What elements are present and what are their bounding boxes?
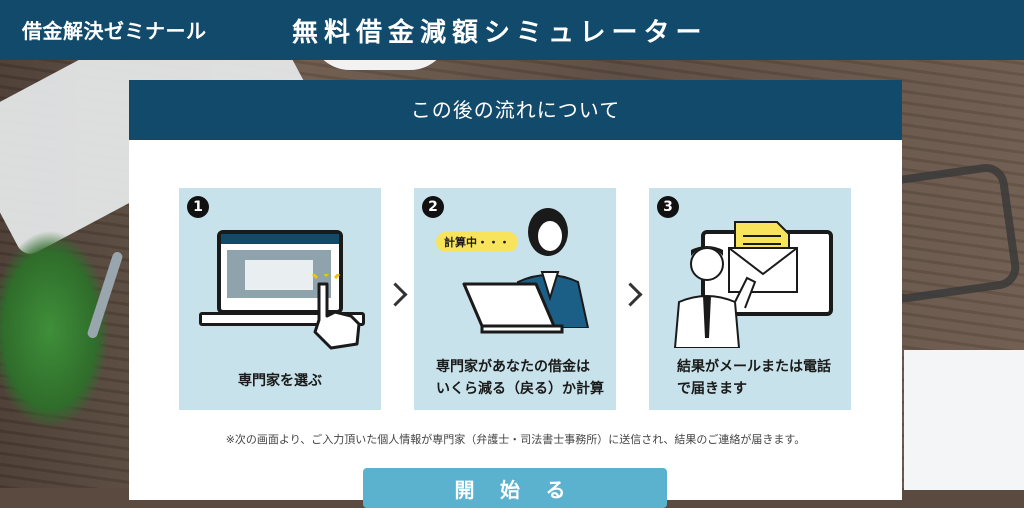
step-number: 2: [422, 196, 444, 218]
step-caption-line: 結果がメールまたは電話: [677, 359, 831, 375]
step-caption-line: いくら減る（戻る）か計算: [436, 381, 604, 397]
app-title: 無料借金減額シミュレーター: [292, 18, 708, 48]
businessman-icon: [673, 246, 757, 348]
step-caption-line: 専門家があなたの借金は: [436, 359, 590, 375]
panel-heading: この後の流れについて: [129, 80, 902, 140]
step-number: 1: [187, 196, 209, 218]
top-bar: 借金解決ゼミナール 無料借金減額シミュレーター: [0, 0, 1024, 60]
pointing-hand-icon: [311, 274, 361, 350]
step-card-2: 2 計算中・・・ 専門家があなたの借金は いくら減る（戻る）か計算: [414, 188, 616, 410]
notebook-photo: [904, 350, 1024, 490]
chevron-right-icon: [383, 282, 408, 307]
privacy-note: ※次の画面より、ご入力頂いた個人情報が専門家（弁護士・司法書士事務所）に送信され…: [225, 433, 806, 446]
chevron-right-icon: [618, 282, 643, 307]
step-card-1: 1 専門家を選ぶ: [179, 188, 381, 410]
flow-panel: この後の流れについて 1 専門家を選ぶ 2 計算中・・・: [129, 80, 902, 508]
calculating-bubble: 計算中・・・: [436, 232, 518, 252]
brand-logo[interactable]: 借金解決ゼミナール: [22, 19, 207, 43]
step-card-3: 3 結果がメールまたは電話 で届きます: [649, 188, 851, 410]
step-caption-line: 専門家を選ぶ: [238, 373, 322, 389]
step-number: 3: [657, 196, 679, 218]
laptop-icon: [462, 282, 564, 334]
step-caption-line: で届きます: [677, 381, 747, 397]
start-button[interactable]: 開 始 る: [363, 468, 667, 508]
